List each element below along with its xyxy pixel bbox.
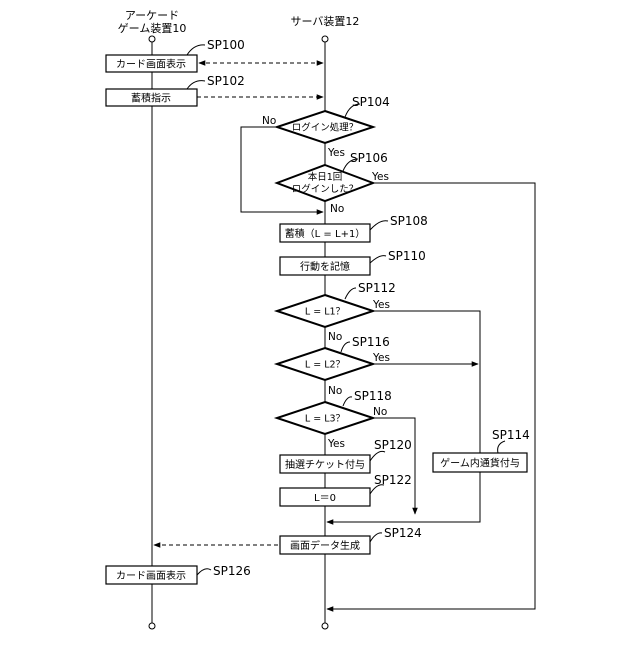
sp114-label: ゲーム内通貨付与 xyxy=(440,457,520,470)
sp112-label: L = L1？ xyxy=(305,307,345,318)
sp110-leader xyxy=(370,256,386,263)
sp102-label: 蓄積指示 xyxy=(131,92,171,105)
sp104-no-label: No xyxy=(262,115,276,127)
sp104-label: ログイン処理？ xyxy=(292,122,359,134)
sp118-label: L = L3？ xyxy=(305,414,345,425)
sp110-code: SP110 xyxy=(388,249,426,263)
sp126-code: SP126 xyxy=(213,564,251,578)
sp106-yes-label: Yes xyxy=(371,171,389,183)
sp122-code: SP122 xyxy=(374,473,412,487)
lifeline-arcade-bottom-node xyxy=(149,623,155,629)
sp102-leader xyxy=(187,81,205,89)
sp104-code: SP104 xyxy=(352,95,390,109)
sp108-code: SP108 xyxy=(390,214,428,228)
sp116-no-label: No xyxy=(328,385,342,397)
sp102-code: SP102 xyxy=(207,74,245,88)
sp112-code: SP112 xyxy=(358,281,396,295)
sp108-label: 蓄積（L = L+1） xyxy=(285,227,366,240)
sp100-label: カード画面表示 xyxy=(116,58,186,71)
sp104-yes-label: Yes xyxy=(327,147,345,159)
sp116-label: L = L2？ xyxy=(305,360,345,371)
sp106-label-line2: ログインした？ xyxy=(292,183,359,195)
sp106-code: SP106 xyxy=(350,151,388,165)
sp120-leader xyxy=(370,451,385,461)
sp110-label: 行動を記憶 xyxy=(300,260,350,273)
sp116-leader xyxy=(341,342,350,352)
sp124-code: SP124 xyxy=(384,526,422,540)
lane-title-arcade-line2: ゲーム装置10 xyxy=(118,22,187,35)
sp108-leader xyxy=(370,221,388,230)
sp112-no-label: No xyxy=(328,331,342,343)
sp118-code: SP118 xyxy=(354,389,392,403)
lifeline-server-bottom-node xyxy=(322,623,328,629)
sp112-yes-label: Yes xyxy=(372,299,390,311)
lane-title-arcade-line1: アーケード xyxy=(125,9,179,22)
sp122-label: L＝0 xyxy=(314,493,336,504)
sp126-label: カード画面表示 xyxy=(116,569,186,582)
sp106-no-label: No xyxy=(330,203,344,215)
sp120-label: 抽選チケット付与 xyxy=(285,458,365,471)
sp120-code: SP120 xyxy=(374,438,412,452)
sp112-yes-branch xyxy=(373,311,480,453)
sp114-leader xyxy=(498,441,505,453)
sp124-leader xyxy=(370,533,382,542)
sp114-code: SP114 xyxy=(492,428,530,442)
sp118-yes-label: Yes xyxy=(327,438,345,450)
sp124-label: 画面データ生成 xyxy=(290,539,360,552)
sp106-label-line1: 本日1回 xyxy=(308,171,343,183)
sp116-yes-label: Yes xyxy=(372,352,390,364)
sp116-code: SP116 xyxy=(352,335,390,349)
sp112-leader xyxy=(345,288,356,299)
sp118-no-branch xyxy=(373,418,415,514)
sp118-no-label: No xyxy=(373,406,387,418)
sp100-leader xyxy=(187,45,205,55)
sp126-leader xyxy=(197,569,211,575)
lane-title-server: サーバ装置12 xyxy=(291,15,360,28)
sp100-code: SP100 xyxy=(207,38,245,52)
sp118-leader xyxy=(343,397,352,406)
lifeline-server-top-node xyxy=(322,36,328,42)
sp106-diamond xyxy=(277,165,373,201)
lifeline-arcade-top-node xyxy=(149,36,155,42)
